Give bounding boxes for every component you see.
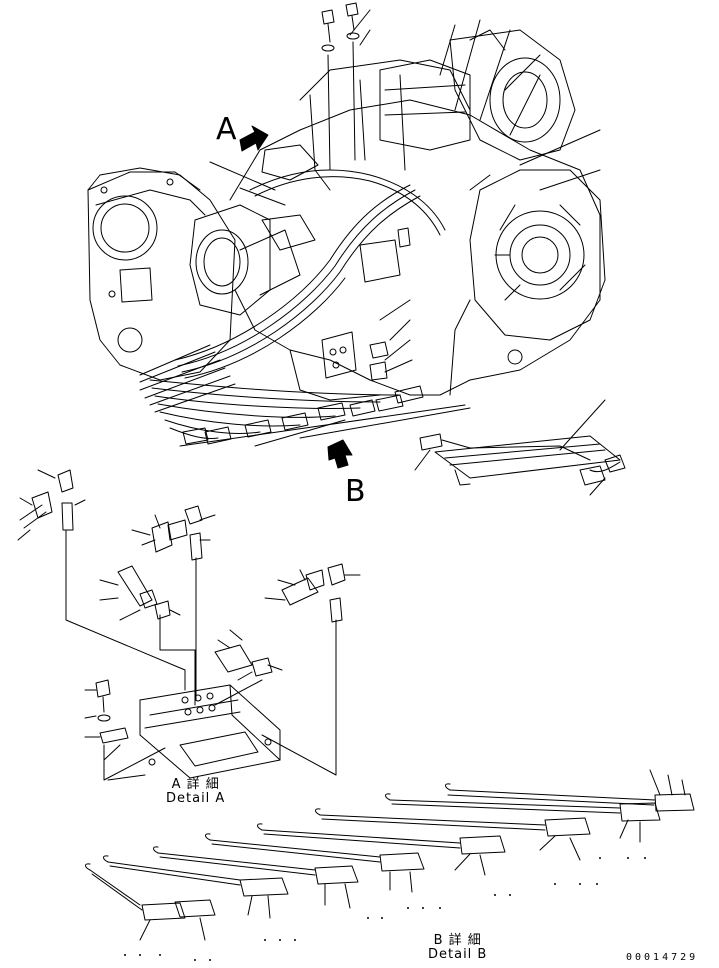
detail-b-caption-jp: B 詳 細 bbox=[433, 933, 482, 948]
detail-a-caption: A 詳 細 Detail A bbox=[166, 778, 225, 806]
transmission-assembly bbox=[88, 30, 605, 400]
sensor-harness bbox=[420, 434, 625, 485]
wire-harness bbox=[140, 145, 445, 439]
detail-a-parts bbox=[18, 470, 360, 778]
detail-b-caption: B 詳 細 Detail B bbox=[428, 934, 487, 962]
detail-b-parts bbox=[86, 770, 695, 940]
detail-a-caption-en: Detail A bbox=[166, 791, 226, 806]
view-b-label: B bbox=[345, 474, 366, 509]
view-a-label: A bbox=[216, 112, 237, 147]
detail-a-leader-lines bbox=[66, 530, 336, 780]
view-arrows bbox=[240, 126, 352, 468]
main-view-connectors bbox=[180, 386, 470, 446]
detail-a-caption-jp: A 詳 細 bbox=[171, 777, 220, 792]
detail-b-caption-en: Detail B bbox=[428, 947, 488, 962]
top-bolts bbox=[322, 3, 359, 170]
leader-lines-main bbox=[210, 10, 605, 495]
detail-b-dots bbox=[124, 857, 646, 961]
drawing-number: 00014729 bbox=[626, 952, 699, 963]
